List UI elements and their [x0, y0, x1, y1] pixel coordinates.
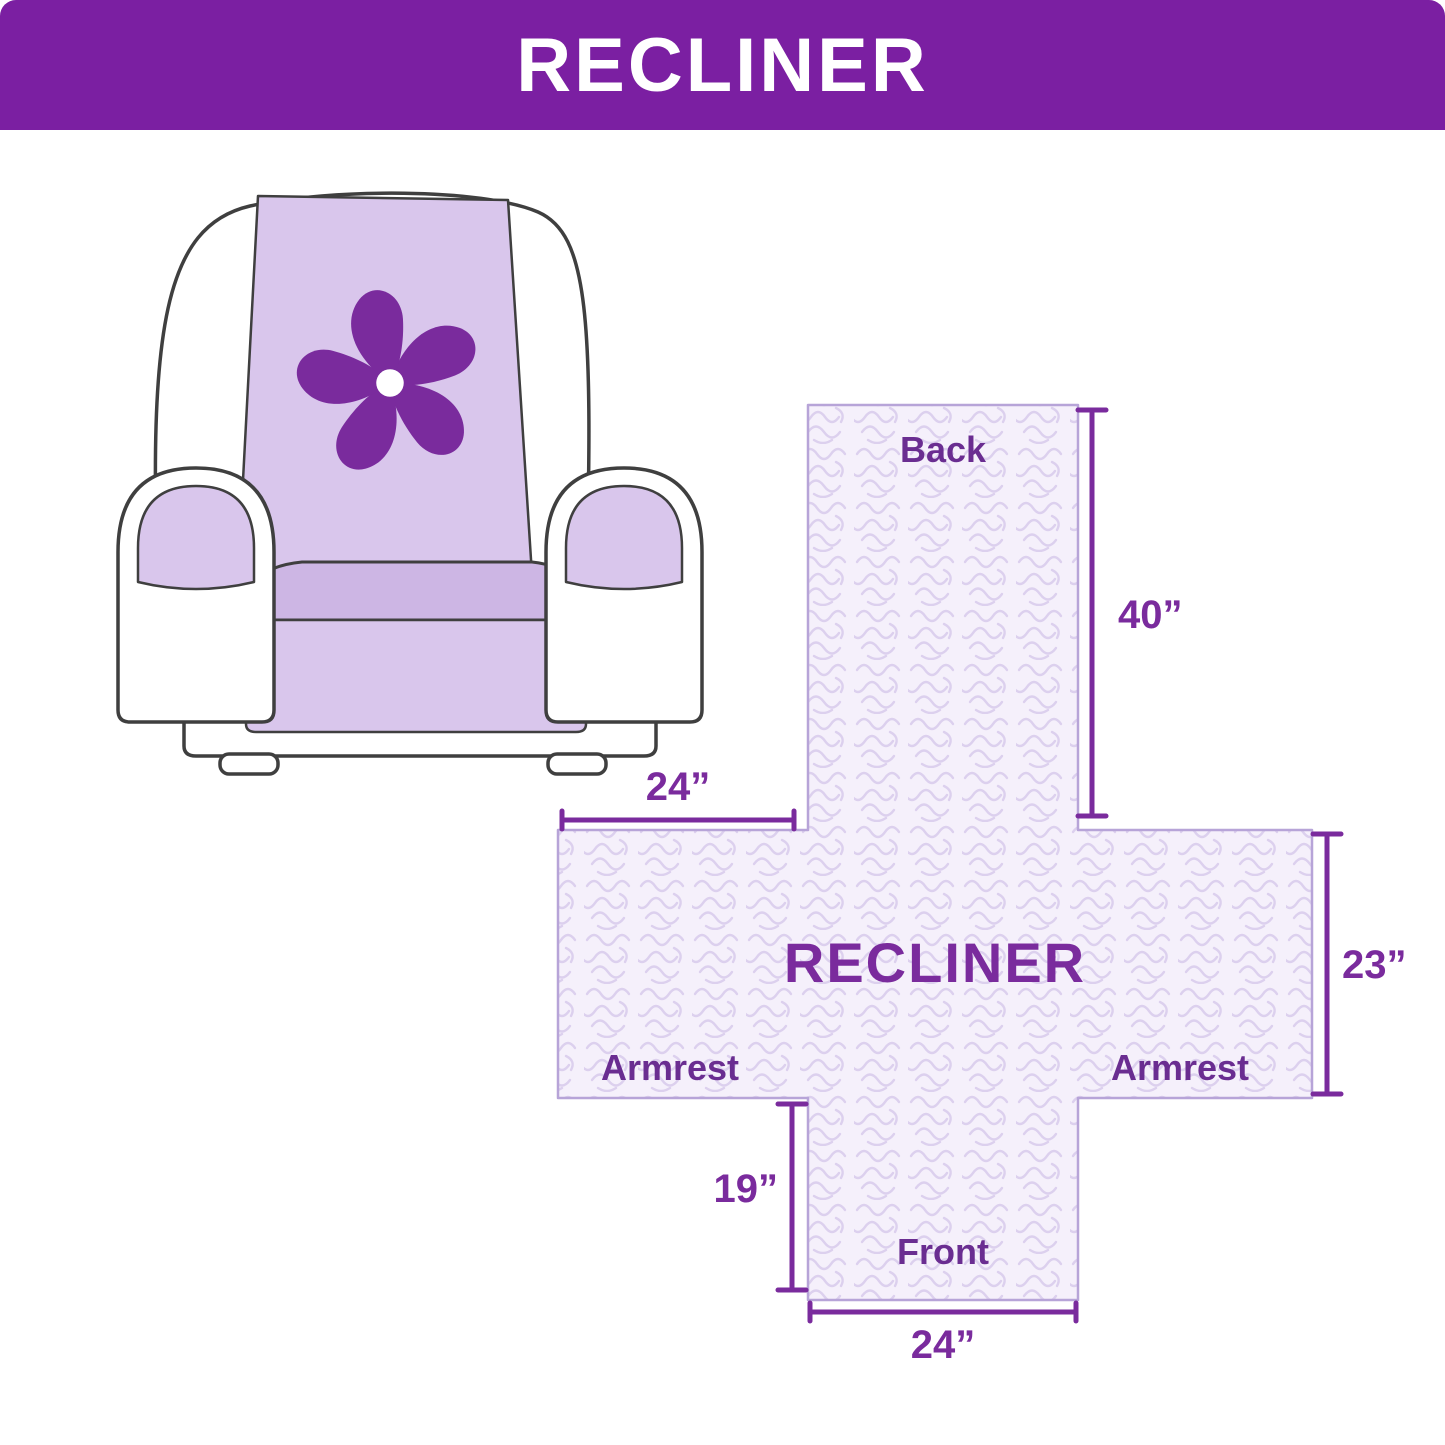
dim-label-front-width: 24” — [911, 1323, 976, 1367]
dim-label-armrest-width: 24” — [646, 765, 711, 809]
diagram-center-title: RECLINER — [784, 931, 1086, 994]
zone-label-armrest-right: Armrest — [1111, 1047, 1249, 1088]
zone-label-back: Back — [900, 429, 987, 470]
chair-foot-right — [546, 752, 608, 776]
dim-label-front-flap: 19” — [714, 1167, 779, 1211]
cover-armrest-right — [564, 484, 684, 591]
chair-foot-left — [218, 752, 280, 776]
zone-label-front: Front — [897, 1231, 989, 1272]
dim-label-side-height: 23” — [1342, 943, 1407, 987]
cover-front-skirt — [244, 618, 588, 734]
zone-label-armrest-left: Armrest — [601, 1047, 739, 1088]
header-banner: RECLINER — [0, 0, 1445, 130]
recliner-chair-illustration — [116, 191, 704, 776]
cover-cross-shape — [556, 403, 1314, 1302]
dimension-lines — [559, 407, 1344, 1324]
dim-label-back-height: 40” — [1118, 593, 1183, 637]
cover-armrest-left — [136, 484, 256, 591]
pinwheel-logo-icon — [296, 290, 476, 470]
cover-layout-diagram: Back RECLINER Armrest Armrest Front 40” … — [556, 403, 1407, 1367]
page-title: RECLINER — [516, 22, 929, 108]
